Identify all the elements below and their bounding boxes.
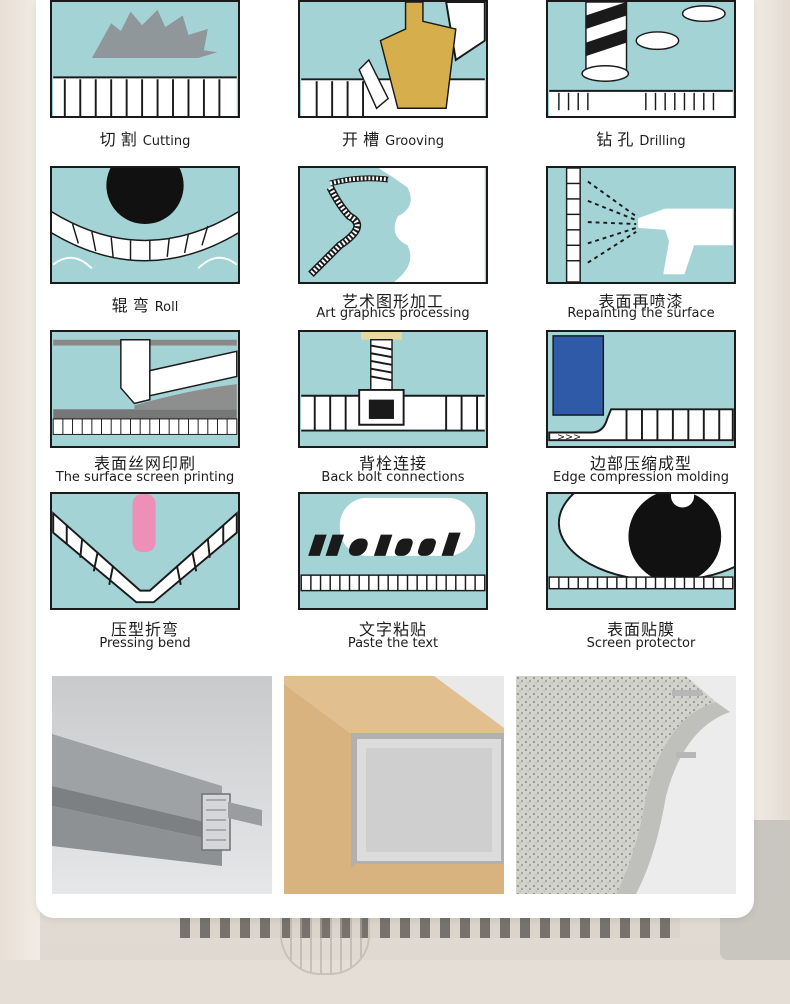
caption-en: Back bolt connections <box>321 470 465 485</box>
caption-roll: 辊 弯 Roll <box>50 292 240 316</box>
caption-en: Pressing bend <box>99 636 191 651</box>
saw-blade-icon <box>50 0 240 118</box>
caption-en: Cutting <box>142 134 191 149</box>
caption-zh: 表面丝网印刷 <box>93 454 196 473</box>
caption-cutting: 切 割 Cutting <box>50 126 240 150</box>
caption-en: Paste the text <box>347 636 439 651</box>
drill-bit-icon <box>546 0 736 118</box>
edge-press-icon: >>> <box>546 330 736 448</box>
background-stool <box>280 915 370 975</box>
caption-zh: 边部压缩成型 <box>589 454 692 473</box>
caption-zh: 开 槽 <box>342 130 380 149</box>
caption-zh: 切 割 <box>99 130 137 149</box>
screen-print-icon <box>50 330 240 448</box>
back-bolt-icon <box>298 330 488 448</box>
grey-u-channel-photo <box>52 676 272 894</box>
caption-zh: 文字粘贴 <box>358 620 427 639</box>
caption-zh: 钻 孔 <box>596 130 634 149</box>
caption-zh: 压型折弯 <box>110 620 179 639</box>
background-wall-left <box>0 0 40 1004</box>
process-card: 切 割 Cutting 开 槽 Grooving <box>36 0 754 918</box>
caption-en: Screen protector <box>586 636 696 651</box>
caption-zh: 表面再喷漆 <box>598 292 684 311</box>
caption-zh: 表面贴膜 <box>606 620 675 639</box>
beige-box-profile-photo <box>284 676 504 894</box>
router-bit-icon <box>298 0 488 118</box>
art-shape-icon <box>298 166 488 284</box>
roller-icon <box>50 166 240 284</box>
spray-gun-icon <box>546 166 736 284</box>
text-paste-icon <box>298 492 488 610</box>
background-floor <box>0 960 790 1004</box>
caption-en: The surface screen printing <box>55 470 235 485</box>
caption-grooving: 开 槽 Grooving <box>298 126 488 150</box>
granite-curved-panel-photo <box>516 676 736 894</box>
svg-text:>>>: >>> <box>557 432 581 443</box>
caption-en: Art graphics processing <box>316 306 470 321</box>
caption-drilling: 钻 孔 Drilling <box>546 126 736 150</box>
caption-en: Grooving <box>385 134 444 149</box>
caption-en: Edge compression molding <box>553 470 729 485</box>
caption-en: Drilling <box>639 134 686 149</box>
caption-zh: 背栓连接 <box>358 454 427 473</box>
caption-en: Roll <box>154 300 179 315</box>
film-protector-icon <box>546 492 736 610</box>
caption-zh: 辊 弯 <box>111 296 149 315</box>
press-bend-icon <box>50 492 240 610</box>
caption-en: Repainting the surface <box>567 306 715 321</box>
caption-zh: 艺术图形加工 <box>341 292 444 311</box>
